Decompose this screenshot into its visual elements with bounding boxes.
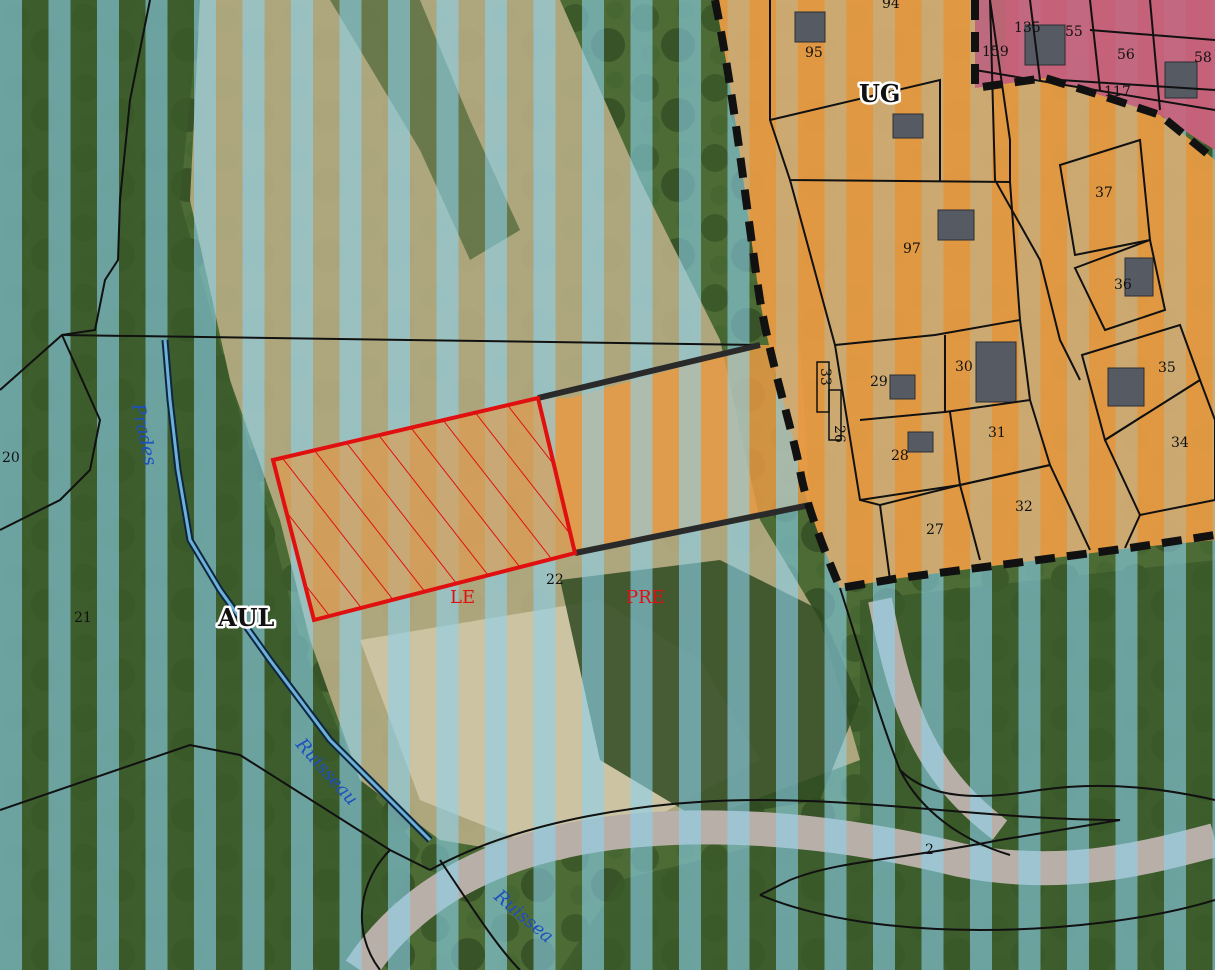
parcel-number: 37 bbox=[1095, 185, 1113, 201]
parcel-number: 97 bbox=[903, 241, 921, 257]
parcel-number: 33 bbox=[817, 368, 833, 386]
parcel-number: 28 bbox=[891, 448, 909, 464]
parcel-number: 31 bbox=[988, 425, 1006, 441]
parcel-number: 95 bbox=[805, 45, 823, 61]
parcel-number: 30 bbox=[955, 359, 973, 375]
zone-ug-boundary bbox=[971, 0, 1215, 164]
hatched-parcel[interactable] bbox=[270, 395, 578, 623]
parcel-number: 58 bbox=[1194, 50, 1212, 66]
parcel-number: 22 bbox=[546, 572, 564, 588]
parcel-number: 20 bbox=[2, 450, 20, 466]
zone-ug-boundary bbox=[711, 0, 1215, 593]
protection-label-pre: PRE bbox=[626, 587, 665, 608]
parcel-number: 29 bbox=[870, 374, 888, 390]
parcel-number: 56 bbox=[1117, 47, 1135, 63]
zone-label-aul: AUL bbox=[217, 603, 275, 632]
parcel-number: 26 bbox=[831, 425, 847, 443]
parcel-number: 32 bbox=[1015, 499, 1033, 515]
buildings bbox=[794, 11, 1198, 453]
parcel-number: 2 bbox=[925, 842, 934, 858]
parcel-number: 21 bbox=[74, 610, 92, 626]
parcel-number: 55 bbox=[1065, 24, 1083, 40]
extension-border bbox=[537, 342, 811, 556]
zone-label-ug: UG bbox=[859, 79, 900, 108]
parcel-number: 135 bbox=[1014, 20, 1041, 36]
protection-label-le: LE bbox=[450, 587, 475, 608]
parcel-number: 35 bbox=[1158, 360, 1176, 376]
parcel-number: 36 bbox=[1114, 277, 1132, 293]
parcel-number: 34 bbox=[1171, 435, 1189, 451]
parcel-numbers: 20 21 22 2 95 94 97 29 30 31 28 27 32 35… bbox=[2, 0, 1212, 858]
parcel-number: 27 bbox=[926, 522, 944, 538]
parcel-number: 94 bbox=[882, 0, 900, 12]
parcel-number: 117 bbox=[1104, 84, 1131, 100]
parcel-number: 159 bbox=[982, 44, 1009, 60]
